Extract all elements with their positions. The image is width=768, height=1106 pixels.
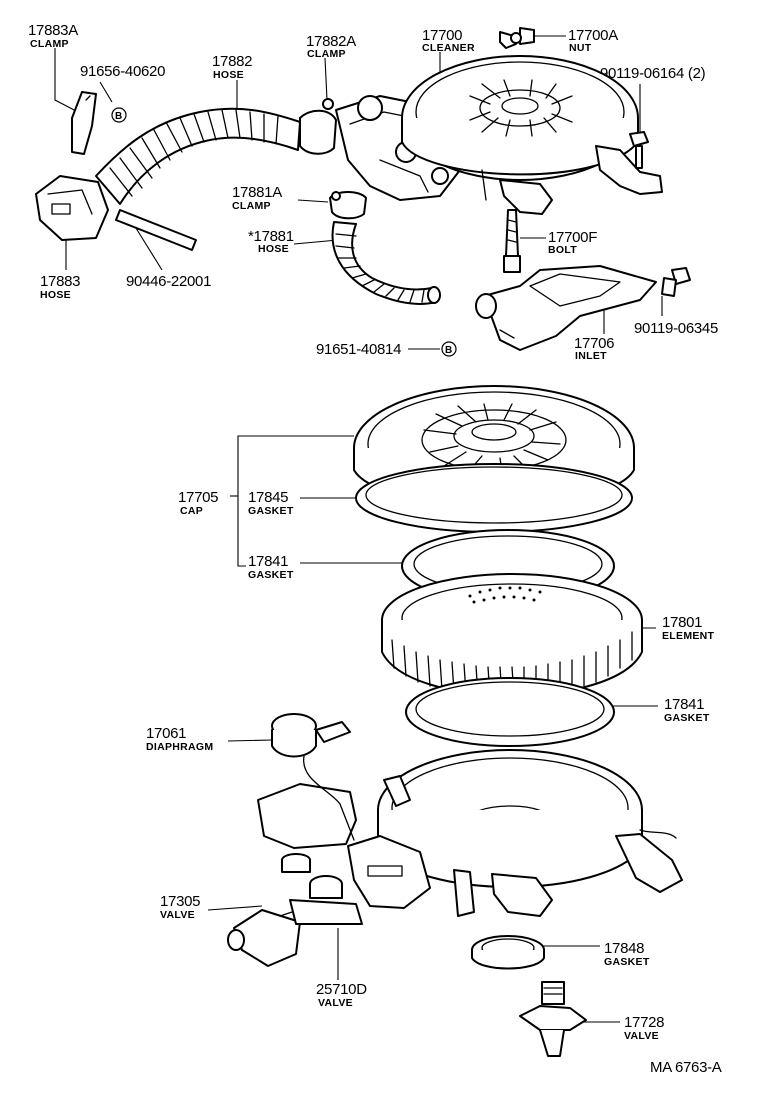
clamp-17882A-drawing: [299, 98, 337, 155]
valve-17305-drawing: [227, 907, 305, 967]
callout-17841-lower-number[interactable]: 17841: [664, 696, 705, 713]
callout-17700A-name: NUT: [569, 42, 592, 54]
callout-17841-upper-number[interactable]: 17841: [248, 553, 289, 570]
callout-17700A-number[interactable]: 17700A: [568, 27, 619, 44]
callout-17305-name: VALVE: [160, 909, 195, 921]
callout-17882A-number[interactable]: 17882A: [306, 33, 357, 50]
clamp-17883A-drawing: [71, 91, 97, 155]
cleaner-17700-drawing: [401, 55, 663, 215]
callout-17705-number[interactable]: 17705: [178, 489, 219, 506]
callout-17061-name: DIAPHRAGM: [146, 741, 213, 753]
callout-17883A-name: CLAMP: [30, 38, 69, 50]
callout-17706-number[interactable]: 17706: [574, 335, 615, 352]
nut-17700A-drawing: [499, 27, 535, 49]
leader-lines: [54, 35, 663, 1023]
hose-17881-drawing: [331, 221, 441, 305]
callout-17848-name: GASKET: [604, 956, 650, 968]
callout-17883-name: HOSE: [40, 289, 71, 301]
leader-91656: [99, 81, 113, 103]
svg-text:B: B: [115, 111, 122, 122]
figure-code: MA 6763-A: [650, 1059, 722, 1076]
diaphragm-17061-drawing: [271, 713, 355, 841]
callout-17881A-name: CLAMP: [232, 200, 271, 212]
bolt-90119-06345-drawing: [661, 267, 691, 297]
hose-17882-drawing: [95, 107, 301, 205]
clamp-17881A-drawing: [329, 191, 367, 220]
callout-17841-upper-name: GASKET: [248, 569, 294, 581]
bolt-17700F-drawing: [503, 209, 521, 273]
callout-17700F-name: BOLT: [548, 244, 577, 256]
callout-17728-name: VALVE: [624, 1030, 659, 1042]
inlet-17706-drawing: [475, 265, 657, 351]
callout-17706-name: INLET: [575, 350, 607, 362]
valve-17728-drawing: [519, 981, 587, 1057]
callout-17700F-number[interactable]: 17700F: [548, 229, 598, 246]
callout-17848-number[interactable]: 17848: [604, 940, 645, 957]
marker-b-2: B: [441, 341, 457, 357]
callout-17882-name: HOSE: [213, 69, 244, 81]
housing-lower-drawing: [257, 749, 683, 917]
leader-17705-bracket: [237, 435, 354, 567]
callout-17881-name: HOSE: [258, 243, 289, 255]
callout-17882-number[interactable]: 17882: [212, 53, 253, 70]
callout-90119-06345-number[interactable]: 90119-06345: [634, 320, 718, 337]
callout-labels: 17883A CLAMP 91656-40620 17882 HOSE 1788…: [28, 22, 722, 1076]
callout-17705-name: CAP: [180, 505, 203, 517]
svg-text:B: B: [445, 345, 452, 356]
element-17801-drawing: [381, 573, 643, 698]
callout-17061-number[interactable]: 17061: [146, 725, 187, 742]
pin-90446-drawing: [115, 209, 197, 251]
gasket-17845-drawing: [355, 463, 633, 533]
callout-17700-number[interactable]: 17700: [422, 27, 463, 44]
callout-17801-name: ELEMENT: [662, 630, 715, 642]
leader-17882A: [324, 57, 328, 101]
gasket-17841-lower-drawing: [405, 677, 615, 747]
callout-17881-number[interactable]: *17881: [248, 228, 294, 245]
callout-17841-lower-name: GASKET: [664, 712, 710, 724]
marker-b-1: B: [111, 107, 127, 123]
callout-17845-number[interactable]: 17845: [248, 489, 289, 506]
valve-25710D-drawing: [281, 853, 363, 925]
callout-90446-number[interactable]: 90446-22001: [126, 273, 211, 290]
leader-17881: [293, 239, 339, 245]
callout-17883A-number[interactable]: 17883A: [28, 22, 79, 39]
callout-17881A-number[interactable]: 17881A: [232, 184, 283, 201]
callout-91651-number[interactable]: 91651-40814: [316, 341, 401, 358]
callout-25710D-number[interactable]: 25710D: [316, 981, 368, 998]
callout-17801-number[interactable]: 17801: [662, 614, 703, 631]
callout-17882A-name: CLAMP: [307, 48, 346, 60]
callout-90119-06164-number[interactable]: 90119-06164 (2): [600, 65, 706, 82]
callout-17845-name: GASKET: [248, 505, 294, 517]
leader-17883A: [54, 48, 79, 113]
callout-91656-number[interactable]: 91656-40620: [80, 63, 165, 80]
callout-17883-number[interactable]: 17883: [40, 273, 81, 290]
leader-17305: [207, 905, 263, 911]
callout-17728-number[interactable]: 17728: [624, 1014, 665, 1031]
callout-17700-name: CLEANER: [422, 42, 475, 54]
hose-17883-drawing: [35, 175, 109, 241]
callout-25710D-name: VALVE: [318, 997, 353, 1009]
bolt-90119-06164-drawing: [629, 131, 649, 169]
leader-17061: [227, 739, 273, 742]
leader-17881A: [297, 199, 329, 203]
gasket-17848-drawing: [471, 935, 545, 970]
callout-17305-number[interactable]: 17305: [160, 893, 201, 910]
